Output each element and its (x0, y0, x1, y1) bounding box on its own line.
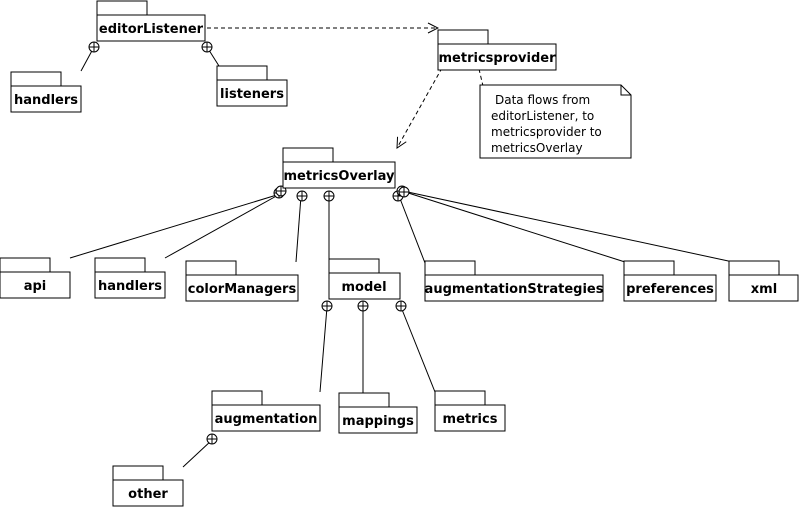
package-label: metricsprovider (439, 51, 557, 66)
package-metricsprovider[interactable]: metricsprovider (437, 29, 557, 71)
containment-icon (201, 41, 213, 53)
connector-metricsOverlay-xml (402, 190, 734, 263)
containment-icon (296, 190, 308, 202)
package-label: model (341, 280, 386, 295)
connector-metricsOverlay-api (69, 193, 281, 259)
package-label: xml (751, 282, 777, 297)
package-label: mappings (342, 414, 414, 429)
package-model[interactable]: model (328, 258, 401, 300)
package-label: other (128, 487, 168, 502)
package-xml[interactable]: xml (728, 260, 799, 302)
package-label: augmentation (215, 412, 318, 427)
package-metrics[interactable]: metrics (434, 390, 506, 432)
package-editorListener[interactable]: editorListener (96, 0, 206, 42)
containment-icon (88, 41, 100, 53)
connectors (69, 46, 734, 468)
package-label: metricsOverlay (284, 169, 395, 184)
connector-metricsOverlay-preferences (401, 190, 626, 263)
package-label: augmentationStrategies (425, 282, 604, 297)
package-handlers-top[interactable]: handlers (10, 71, 82, 113)
containment-icon (206, 433, 218, 445)
package-label: preferences (626, 282, 714, 297)
package-label: handlers (14, 93, 78, 108)
containment-icon (323, 190, 335, 202)
connector-metricsOverlay-handlers (164, 193, 281, 259)
package-label: handlers (98, 279, 162, 294)
package-other[interactable]: other (112, 465, 184, 507)
containment-icon (357, 300, 369, 312)
package-api[interactable]: api (0, 257, 71, 299)
note-line-4: metricsOverlay (491, 141, 583, 155)
package-label: listeners (220, 87, 284, 102)
dependency-arrows (207, 28, 484, 148)
connector-model-augmentation (319, 306, 328, 393)
package-augmentationStrategies[interactable]: augmentationStrategies (424, 260, 604, 302)
package-preferences[interactable]: preferences (623, 260, 717, 302)
package-listeners[interactable]: listeners (216, 65, 288, 107)
package-handlers[interactable]: handlers (94, 257, 166, 299)
package-augmentation[interactable]: augmentation (211, 390, 321, 432)
package-colorManagers[interactable]: colorManagers (185, 260, 299, 302)
connector-metricsOverlay-augmentationStrategies (398, 195, 426, 264)
note[interactable]: Data flows from editorListener, to metri… (479, 84, 632, 159)
containment-markers (88, 41, 410, 445)
package-label: metrics (443, 412, 498, 427)
package-label: editorListener (99, 22, 204, 37)
containment-icon (398, 186, 410, 198)
containment-icon (395, 300, 407, 312)
connector-augmentation-other (182, 439, 213, 468)
note-line-1: Data flows from (495, 93, 590, 107)
connector-metricsOverlay-colorManagers (295, 195, 302, 263)
containment-icon (275, 185, 287, 197)
package-mappings[interactable]: mappings (338, 392, 418, 434)
note-anchor-line (478, 68, 484, 87)
note-line-2: editorListener, to (491, 109, 594, 123)
dependency-metricsprovider-metricsOverlay (397, 67, 443, 148)
package-metricsOverlay[interactable]: metricsOverlay (282, 147, 396, 189)
note-line-3: metricsprovider to (491, 125, 602, 139)
connector-model-metrics (400, 306, 436, 393)
package-label: api (24, 279, 47, 294)
package-label: colorManagers (188, 282, 297, 297)
containment-icon (321, 300, 333, 312)
